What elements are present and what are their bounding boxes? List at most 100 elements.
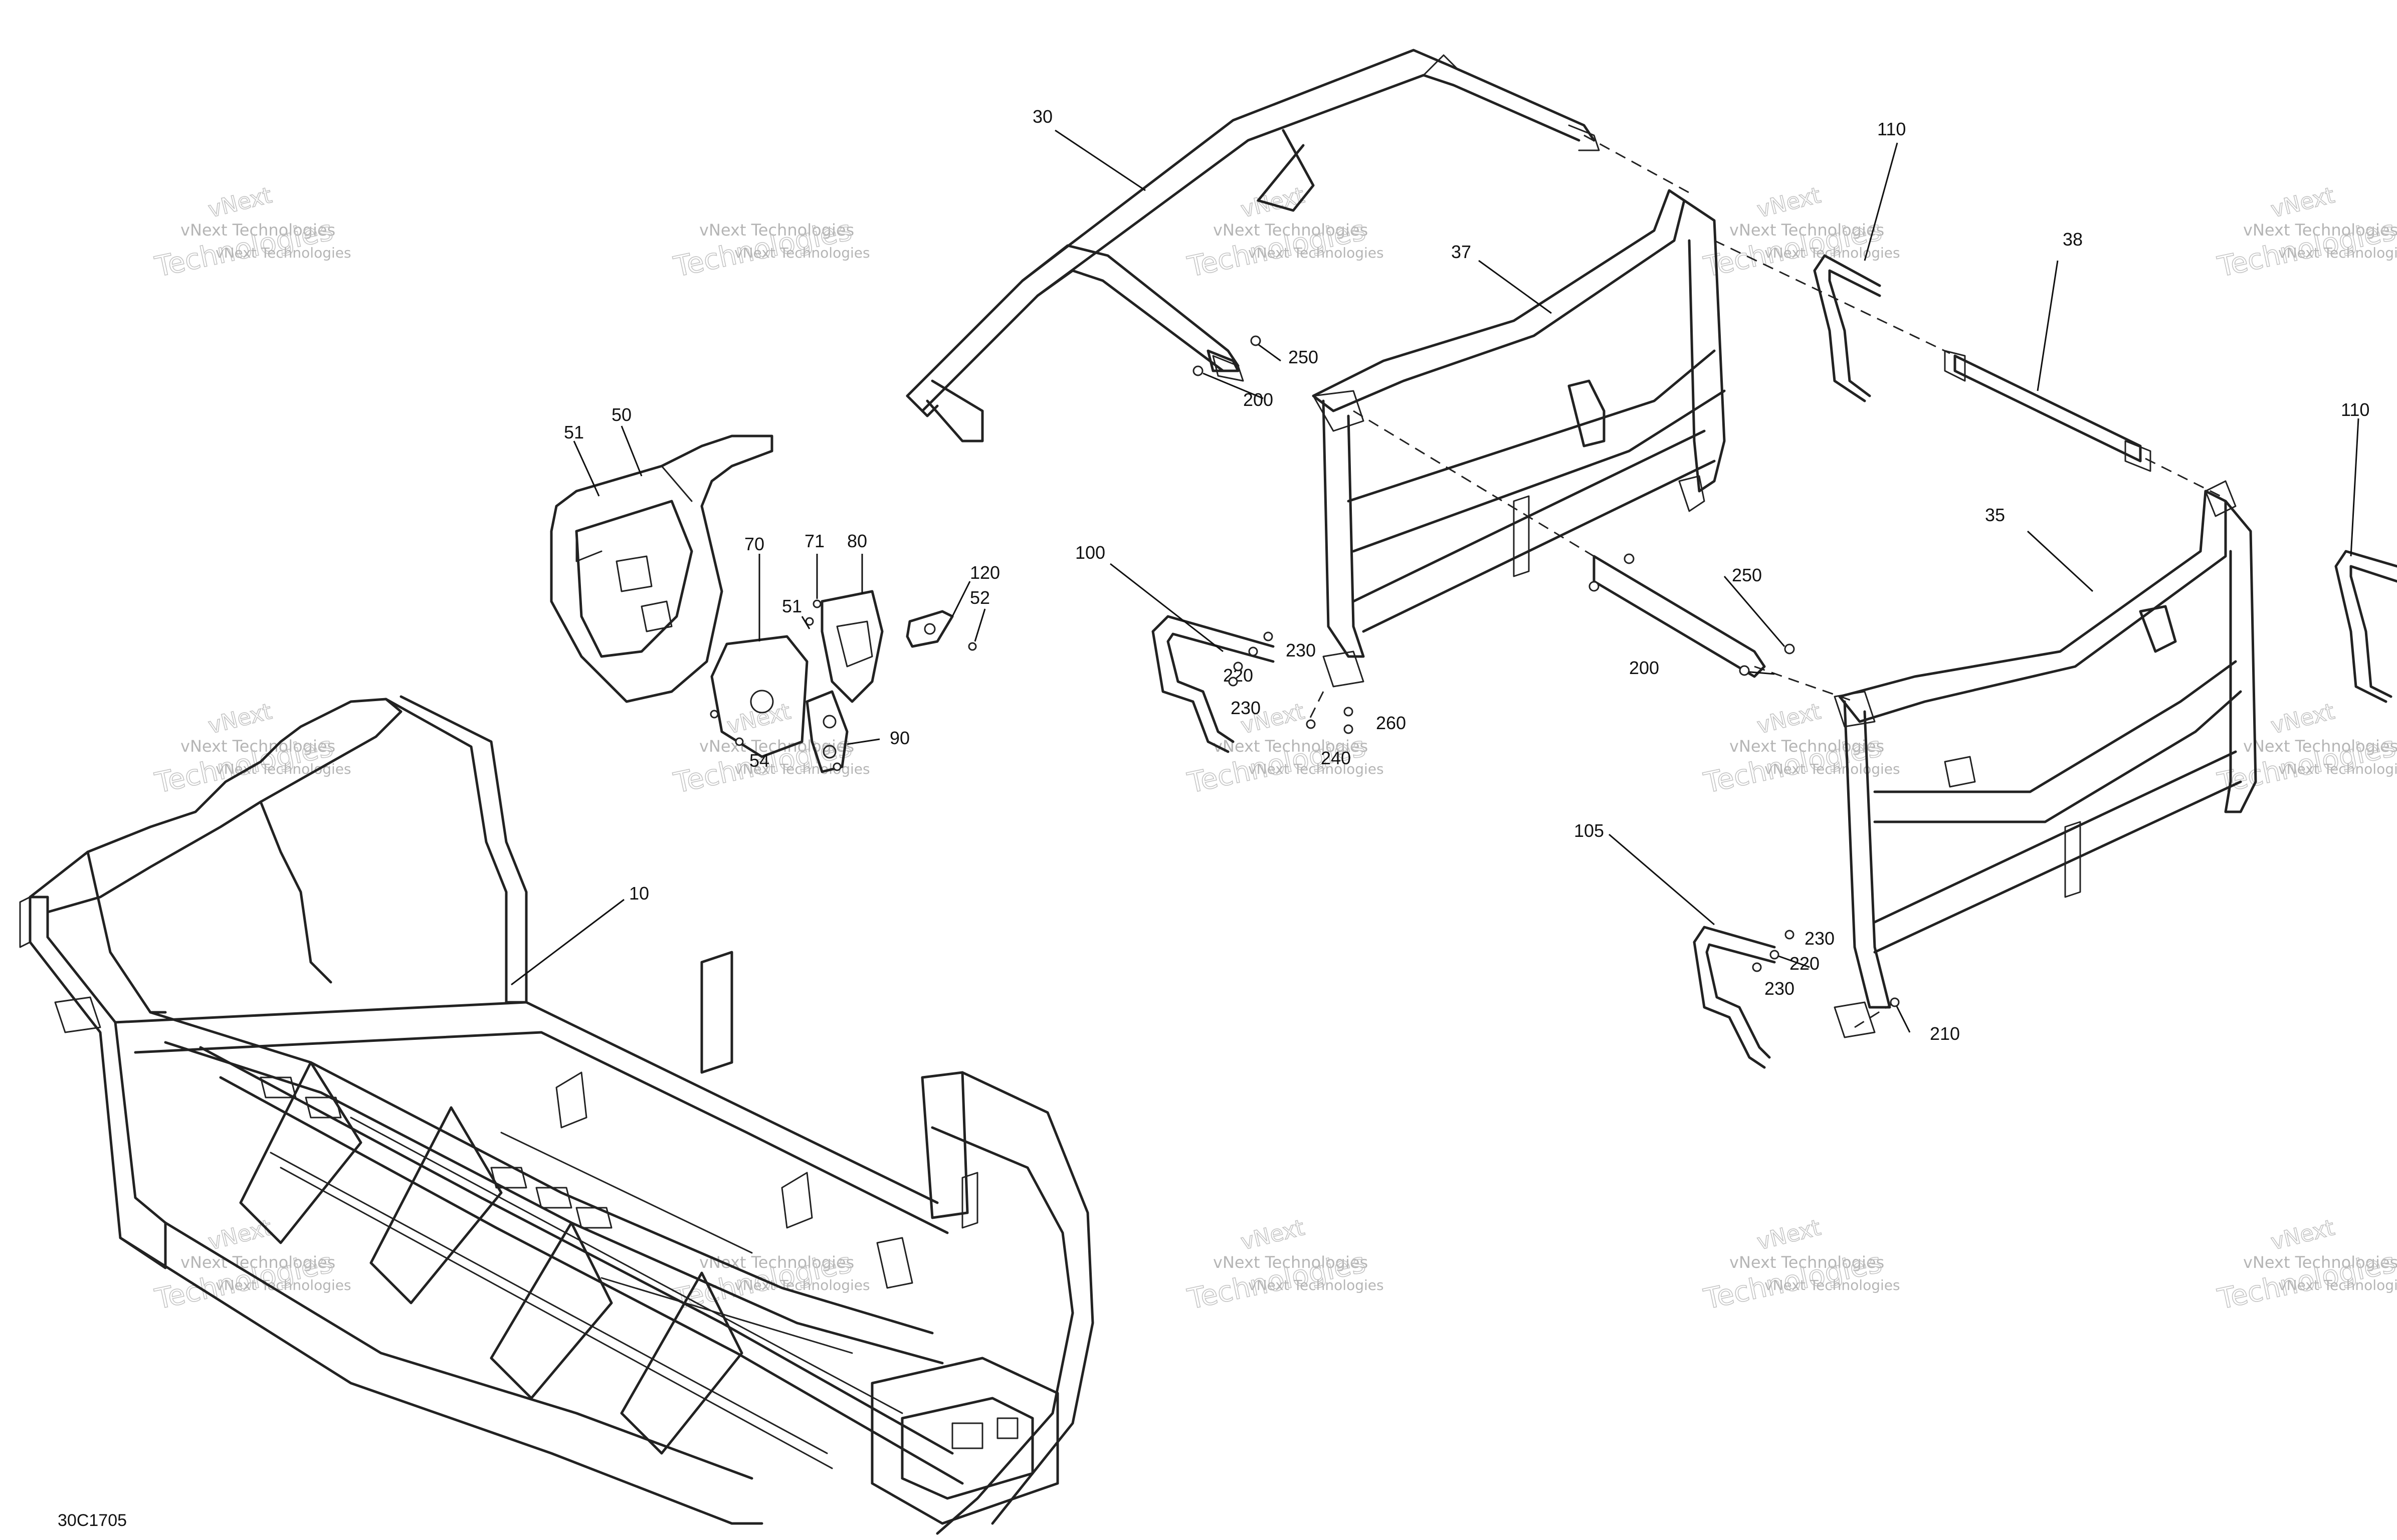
watermark-outline-a: vNext — [2268, 699, 2337, 739]
watermarks: vNext Technologies vNext Technologies vN… — [152, 182, 2397, 1316]
callout-110-top: 110 — [1877, 119, 1906, 139]
roof-rear-bar-part-38 — [1944, 350, 2151, 472]
bracket-part-120 — [906, 610, 954, 648]
watermark-line3: vNext Technologies — [2278, 245, 2397, 261]
rear-bulkhead-part-50 — [550, 434, 773, 703]
watermark-outline-a: vNext — [1754, 1215, 1823, 1255]
watermark-line3: vNext Technologies — [1248, 1277, 1384, 1293]
watermark-line3: vNext Technologies — [734, 761, 870, 777]
callouts: 10 30 35 37 38 50 51 51 52 54 70 71 80 9… — [564, 106, 2369, 1044]
watermark: vNext Technologies vNext Technologies vN… — [152, 1214, 351, 1316]
callout-30: 30 — [1033, 106, 1053, 127]
watermark-line3: vNext Technologies — [734, 245, 870, 261]
watermark-line3: vNext Technologies — [2278, 1277, 2397, 1293]
watermark: vNext Technologies vNext Technologies vN… — [1701, 1214, 1900, 1316]
watermark-line1: vNext Technologies — [1213, 221, 1368, 240]
bracket-part-70 — [710, 635, 809, 758]
callout-80: 80 — [847, 531, 867, 551]
bracket-part-80 — [821, 590, 884, 703]
watermark: vNext Technologies vNext Technologies vN… — [152, 182, 351, 284]
callout-90: 90 — [890, 728, 910, 748]
watermark-line1: vNext Technologies — [1729, 1253, 1884, 1272]
watermark-line3: vNext Technologies — [734, 1277, 870, 1293]
watermark-outline-a: vNext — [1754, 182, 1823, 223]
watermark: vNext Technologies vNext Technologies vN… — [2215, 182, 2397, 284]
watermark-line1: vNext Technologies — [180, 1253, 335, 1272]
main-frame-part-10 — [19, 695, 1094, 1535]
callout-200-top: 200 — [1243, 389, 1273, 410]
watermark: vNext Technologies Technologies vNext Te… — [671, 214, 870, 284]
front-bar — [1207, 349, 1766, 678]
watermark-line1: vNext Technologies — [2243, 737, 2397, 756]
watermark: vNext Technologies vNext Technologies vN… — [2215, 698, 2397, 800]
watermark-line3: vNext Technologies — [216, 245, 351, 261]
callout-230-right-bottom: 230 — [1764, 978, 1794, 999]
watermark-line1: vNext Technologies — [1213, 737, 1368, 756]
watermark: vNext Technologies vNext Technologies vN… — [1184, 698, 1384, 800]
callout-54: 54 — [749, 750, 769, 771]
callout-100: 100 — [1075, 542, 1105, 563]
watermark-outline-a: vNext — [1238, 182, 1307, 223]
callout-230-right-top: 230 — [1805, 928, 1835, 949]
watermark-line1: vNext Technologies — [1213, 1253, 1368, 1272]
side-handle-part-105 — [1693, 926, 1776, 1069]
callout-200-mid: 200 — [1629, 657, 1659, 678]
watermark-outline-a: vNext — [206, 182, 274, 223]
callout-210: 210 — [1930, 1023, 1960, 1044]
watermark: vNext Technologies vNext Technologies vN… — [1701, 698, 1900, 800]
callout-71: 71 — [805, 531, 825, 551]
watermark-line1: vNext Technologies — [699, 221, 854, 240]
callout-35: 35 — [1985, 505, 2005, 525]
callout-10: 10 — [629, 883, 649, 904]
watermark-line3: vNext Technologies — [216, 1277, 351, 1293]
watermark-line3: vNext Technologies — [1764, 761, 1900, 777]
watermark-line1: vNext Technologies — [2243, 221, 2397, 240]
grab-handle-part-110 — [1813, 254, 1881, 402]
callout-260: 260 — [1376, 713, 1406, 733]
alignment-lines — [1307, 134, 2221, 1028]
watermark-outline-a: vNext — [206, 1215, 274, 1255]
callout-230-left-top: 230 — [1286, 640, 1316, 661]
watermark-outline-a: vNext — [2268, 1215, 2337, 1255]
watermark: vNext Technologies vNext Technologies vN… — [152, 698, 351, 800]
watermark: vNext Technologies vNext Technologies vN… — [2215, 1214, 2397, 1316]
watermark-line1: vNext Technologies — [1729, 737, 1884, 756]
watermark-outline-a: vNext — [1238, 1215, 1307, 1255]
roof-front-part-30 — [906, 49, 1600, 443]
watermark: vNext Technologies vNext Technologies vN… — [1184, 182, 1384, 284]
callout-38: 38 — [2063, 229, 2083, 250]
grab-handle-part-110 — [2334, 550, 2397, 703]
mid-cage-part-37 — [1312, 189, 1726, 688]
callout-220-right: 220 — [1789, 953, 1820, 974]
bracket-part-90 — [806, 690, 849, 773]
callout-70: 70 — [744, 534, 764, 554]
watermark-line3: vNext Technologies — [1248, 761, 1384, 777]
watermark-line1: vNext Technologies — [2243, 1253, 2397, 1272]
watermark-line1: vNext Technologies — [180, 221, 335, 240]
small-hardware — [710, 599, 977, 771]
watermark: vNext Technologies vNext Technologies vN… — [1701, 182, 1900, 284]
callout-50: 50 — [612, 404, 632, 425]
callout-37: 37 — [1451, 242, 1471, 262]
rear-cage-part-35 — [1834, 480, 2257, 1038]
watermark: vNext Technologies vNext Technologies vN… — [1184, 1214, 1384, 1316]
fastener-hardware — [1192, 335, 1900, 1007]
callout-110-right: 110 — [2341, 399, 2369, 420]
callout-105: 105 — [1574, 820, 1604, 841]
callout-250-mid: 250 — [1732, 565, 1762, 585]
callout-230-left-bottom: 230 — [1231, 698, 1261, 718]
watermark-outline-a: vNext — [2268, 182, 2337, 223]
watermark-line1: vNext Technologies — [1729, 221, 1884, 240]
watermark-line1: vNext Technologies — [180, 737, 335, 756]
watermark-line3: vNext Technologies — [1764, 1277, 1900, 1293]
watermark-outline-a: vNext — [206, 699, 274, 739]
watermark-outline-a: vNext — [1754, 699, 1823, 739]
callout-51-top: 51 — [564, 422, 584, 443]
side-handle-part-100 — [1151, 615, 1275, 753]
callout-52: 52 — [970, 587, 990, 608]
drawing-code: 30C1705 — [58, 1511, 127, 1530]
callout-120: 120 — [970, 562, 1000, 583]
callout-51-mid: 51 — [782, 596, 802, 616]
callout-250-top: 250 — [1288, 347, 1318, 367]
